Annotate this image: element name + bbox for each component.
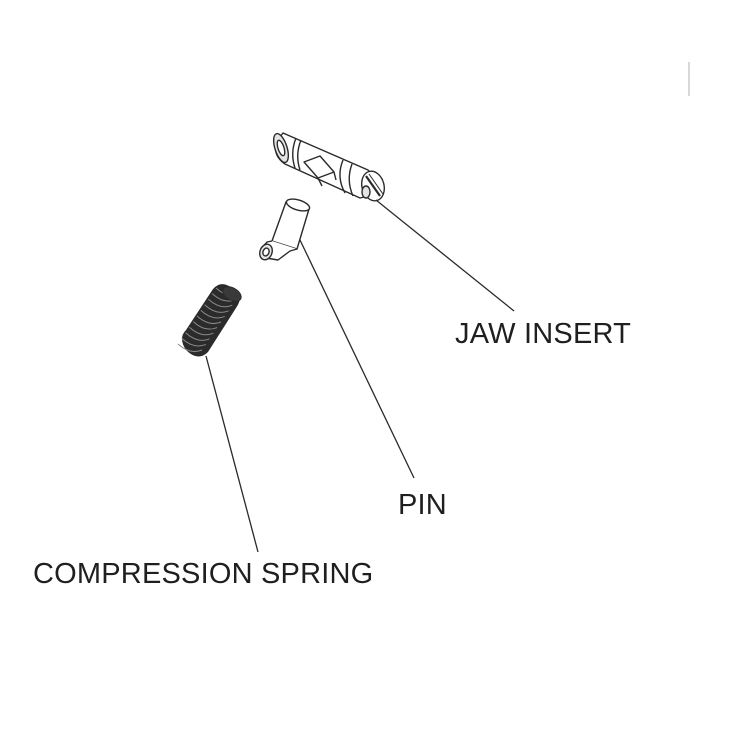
jaw-insert-label: JAW INSERT [455, 318, 632, 350]
spring-coil [200, 310, 225, 319]
pin-part-icon [259, 198, 311, 261]
compression-spring-label: COMPRESSION SPRING [33, 558, 374, 590]
spring-coil [185, 332, 210, 341]
spring-leader-line [205, 355, 259, 553]
pin-label: PIN [398, 489, 447, 521]
jaw-insert-leader-line [375, 199, 515, 312]
pin-leader-line [299, 239, 415, 479]
spring-coil [189, 326, 214, 336]
spring-coil [192, 321, 218, 330]
spring-coil [177, 343, 203, 352]
spring-coil [204, 304, 229, 313]
spring-coil [196, 315, 222, 324]
spring-coil [208, 298, 233, 308]
spring-coil [181, 338, 206, 347]
compression-spring-icon [177, 284, 242, 357]
jaw-insert-part-icon [272, 132, 386, 202]
